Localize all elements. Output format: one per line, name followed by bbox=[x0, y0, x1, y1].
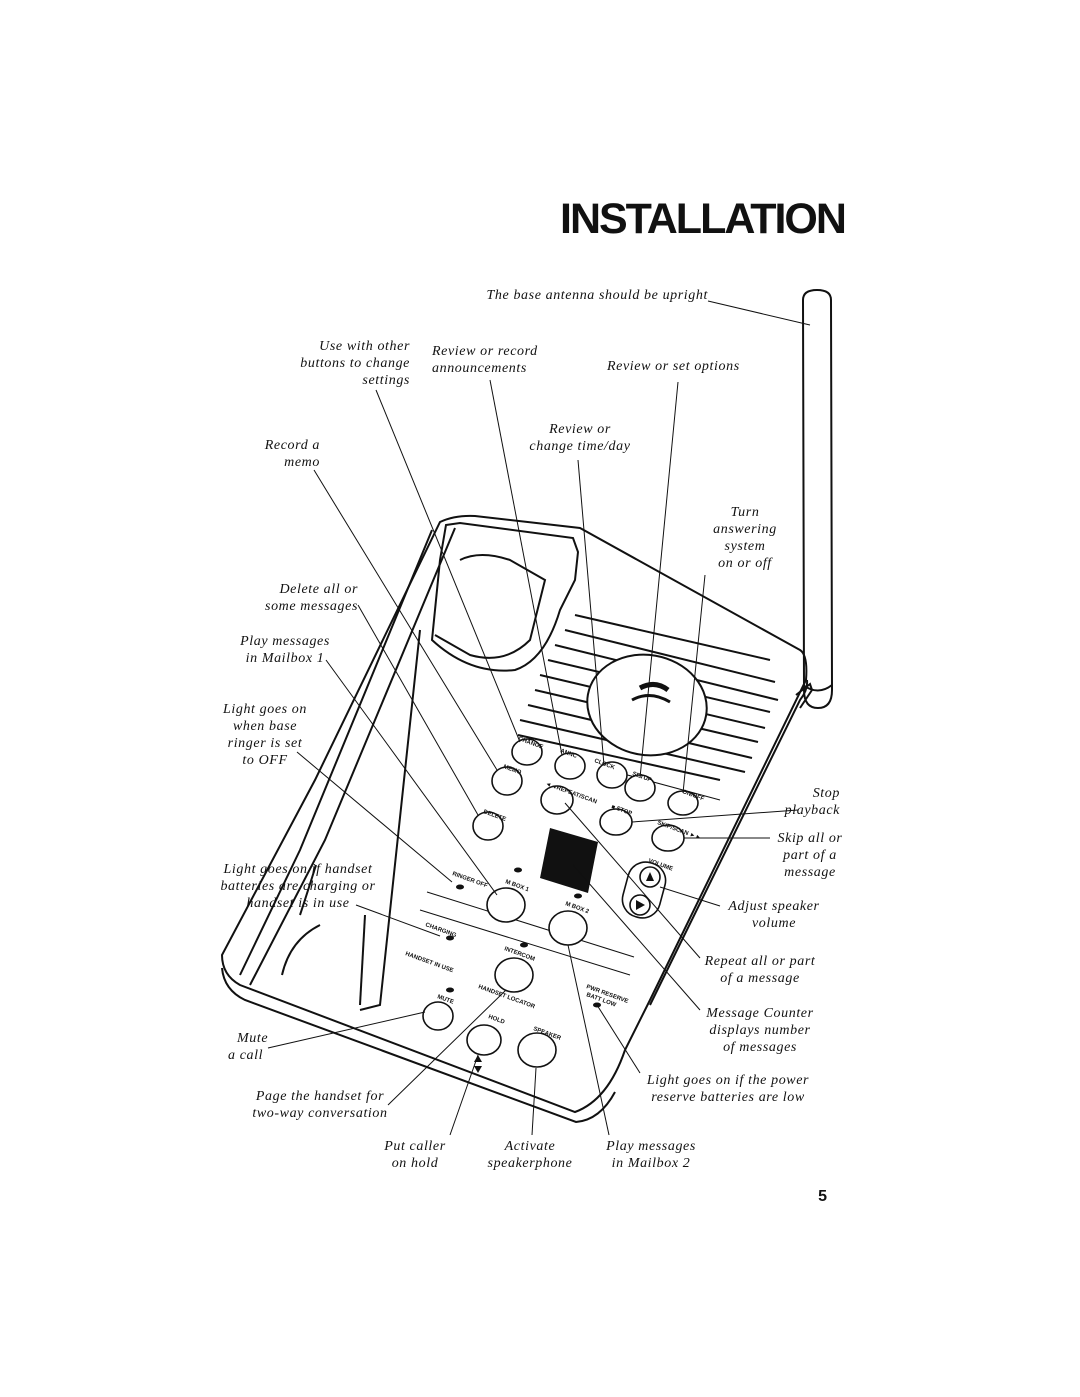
m-box2-button[interactable]: M BOX 2 bbox=[548, 893, 590, 946]
repeat-scan-button[interactable]: ◄◄REPEAT/SCAN bbox=[540, 781, 598, 815]
on-off-button[interactable]: ON/OFF bbox=[667, 789, 705, 816]
hold-button[interactable]: HOLD bbox=[466, 1014, 506, 1056]
clock-button[interactable]: CLOCK bbox=[593, 758, 628, 789]
antenna bbox=[795, 288, 834, 710]
page-number: 5 bbox=[818, 1188, 827, 1205]
charging-indicator: CHARGING bbox=[424, 922, 457, 941]
antenna-callout: The base antenna should be upright bbox=[486, 288, 708, 303]
intercom-button[interactable]: INTERCOM bbox=[494, 942, 535, 993]
handset-in-use-label: HANDSET IN USE bbox=[404, 951, 454, 974]
svg-text:12: 12 bbox=[392, 843, 443, 886]
m-box1-button[interactable]: M BOX 1 bbox=[486, 867, 530, 923]
change-button[interactable]: CHANGE bbox=[511, 736, 544, 766]
speaker-button[interactable]: SPEAKER bbox=[517, 1026, 562, 1068]
svg-text:CHARGING: CHARGING bbox=[424, 922, 457, 939]
annc-button[interactable]: ANNC bbox=[554, 748, 586, 780]
mute-button[interactable]: MUTE bbox=[422, 987, 454, 1031]
stop-button[interactable]: ■ STOP bbox=[599, 804, 633, 836]
ringer-off-indicator: RINGER OFF bbox=[451, 871, 488, 889]
pwr-reserve-indicator: PWR RESERVE BATT LOW bbox=[585, 984, 629, 1008]
svg-text:ANNC: ANNC bbox=[559, 748, 578, 760]
delete-button[interactable]: DELETE bbox=[472, 809, 507, 841]
skip-scan-button[interactable]: SKIP/SCAN ►► bbox=[651, 820, 702, 852]
svg-text:MUTE: MUTE bbox=[436, 994, 454, 1005]
volume-control[interactable] bbox=[618, 858, 669, 922]
review-set-options-callout: Review or set options bbox=[607, 359, 740, 374]
page-title: INSTALLATION bbox=[560, 195, 847, 243]
svg-text:HOLD: HOLD bbox=[487, 1014, 506, 1026]
leader-lines bbox=[267, 300, 811, 1136]
base-body bbox=[220, 514, 809, 1124]
